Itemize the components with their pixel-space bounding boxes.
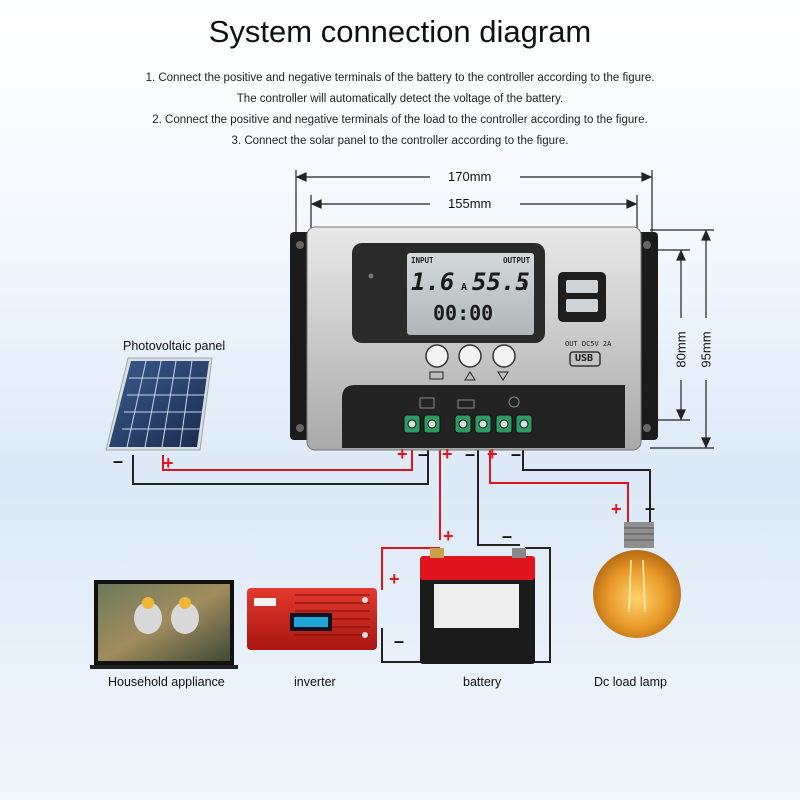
wire-inverter-positive bbox=[381, 547, 440, 590]
battery-terminal-pos bbox=[430, 548, 444, 558]
mount-hole-tl bbox=[296, 241, 304, 249]
instructions: 1. Connect the positive and negative ter… bbox=[0, 68, 800, 152]
status-led bbox=[368, 273, 374, 279]
sign-pv-pos: + bbox=[163, 453, 174, 473]
sign-ctrl-bat-pos: + bbox=[442, 444, 453, 464]
battery-top-label bbox=[420, 556, 535, 580]
usb-label: USB bbox=[575, 353, 594, 364]
instruction-3: 3. Connect the solar panel to the contro… bbox=[231, 135, 569, 147]
usb-port-1 bbox=[566, 280, 598, 293]
arrow-155-l bbox=[310, 199, 322, 209]
arrow-95-t bbox=[701, 229, 711, 241]
arrow-80-t bbox=[676, 249, 686, 261]
tv-screen bbox=[98, 584, 230, 661]
dc-lamp bbox=[593, 522, 681, 638]
dim-170-label: 170mm bbox=[448, 169, 492, 184]
sign-inv-pos: + bbox=[389, 569, 400, 589]
sign-ctrl-pv-neg: – bbox=[418, 444, 429, 464]
button-middle-icon bbox=[464, 371, 476, 381]
wire-pv-negative bbox=[132, 438, 429, 485]
wire-inverter-negative bbox=[381, 547, 551, 663]
inverter-outlet bbox=[254, 598, 276, 606]
button-middle bbox=[458, 344, 482, 368]
sign-ctrl-load-pos: + bbox=[487, 444, 498, 464]
sign-bat-pos: + bbox=[443, 526, 454, 546]
battery-device bbox=[420, 548, 535, 664]
mount-hole-br bbox=[643, 424, 651, 432]
mount-hole-tr bbox=[643, 241, 651, 249]
bird-2 bbox=[171, 602, 199, 634]
terminals bbox=[403, 414, 533, 434]
lcd-clock: 00:00 bbox=[433, 301, 494, 325]
page-title: System connection diagram bbox=[208, 14, 592, 49]
charge-controller bbox=[290, 226, 658, 451]
dim-155-label: 155mm bbox=[448, 196, 492, 211]
sign-ctrl-load-neg: – bbox=[511, 444, 522, 464]
wire-load-negative bbox=[522, 438, 651, 523]
wire-load-positive bbox=[489, 438, 629, 523]
pv-panel bbox=[105, 357, 213, 451]
lcd-voltage-unit: V bbox=[522, 282, 529, 293]
inverter-device bbox=[247, 588, 377, 650]
wire-pv-positive bbox=[162, 438, 413, 471]
usb-spec: OUT DC5V 2A bbox=[565, 340, 612, 348]
terminal-battery-icon bbox=[457, 399, 475, 409]
terminal-solar-icon bbox=[419, 397, 435, 409]
button-left-icon bbox=[429, 371, 444, 380]
label-dc-lamp: Dc load lamp bbox=[594, 675, 667, 689]
usb-bezel bbox=[558, 272, 606, 322]
dim-95-label: 95mm bbox=[698, 331, 714, 368]
label-inverter: inverter bbox=[294, 675, 336, 689]
dimension-lines bbox=[295, 170, 714, 449]
mount-hole-bl bbox=[296, 424, 304, 432]
sign-pv-neg: – bbox=[113, 451, 124, 471]
button-right-icon bbox=[497, 371, 509, 381]
instruction-1b: The controller will automatically detect… bbox=[236, 93, 564, 105]
sign-lamp-pos: + bbox=[611, 499, 622, 519]
lcd-current-unit: A bbox=[461, 282, 468, 293]
lcd-output-label: OUTPUT bbox=[503, 256, 531, 265]
sign-ctrl-bat-neg: – bbox=[465, 444, 476, 464]
terminal-bulb-icon bbox=[508, 396, 520, 408]
arrow-170-l bbox=[295, 172, 307, 182]
pv-cells bbox=[109, 361, 209, 447]
battery-terminal-neg bbox=[512, 548, 526, 558]
wires bbox=[132, 438, 651, 663]
sign-lamp-neg: – bbox=[645, 498, 656, 518]
dim-80-label: 80mm bbox=[673, 331, 689, 368]
label-pv-panel: Photovoltaic panel bbox=[123, 339, 226, 353]
button-right bbox=[492, 344, 516, 368]
arrow-170-r bbox=[641, 172, 653, 182]
sign-bat-neg: – bbox=[502, 526, 513, 546]
button-left bbox=[425, 344, 449, 368]
arrow-155-r bbox=[626, 199, 638, 209]
tv-stand bbox=[90, 665, 238, 669]
bird-1 bbox=[134, 602, 162, 634]
household-appliance bbox=[90, 580, 238, 669]
usb-port-2 bbox=[566, 299, 598, 312]
lamp-socket bbox=[624, 522, 654, 548]
arrow-80-b bbox=[676, 409, 686, 421]
lcd-input-label: INPUT bbox=[411, 256, 434, 265]
pv-grid bbox=[122, 360, 207, 448]
usb-logo-box bbox=[569, 351, 601, 367]
label-battery: battery bbox=[463, 675, 502, 689]
instruction-1: 1. Connect the positive and negative ter… bbox=[145, 72, 655, 84]
instruction-2: 2. Connect the positive and negative ter… bbox=[152, 114, 648, 126]
lcd-screen bbox=[407, 253, 534, 335]
lcd-current: 1.6 bbox=[411, 268, 455, 296]
arrow-95-b bbox=[701, 437, 711, 449]
sign-inv-neg: – bbox=[394, 631, 405, 651]
battery-window bbox=[434, 584, 519, 628]
label-household-appliance: Household appliance bbox=[108, 675, 225, 689]
sign-ctrl-pv-pos: + bbox=[397, 444, 408, 464]
lamp-bulb bbox=[593, 550, 681, 638]
wire-battery-negative bbox=[477, 438, 520, 546]
inverter-display-digits bbox=[294, 617, 328, 627]
lcd-voltage: 55.5 bbox=[472, 268, 530, 296]
lamp-filament bbox=[628, 559, 646, 613]
